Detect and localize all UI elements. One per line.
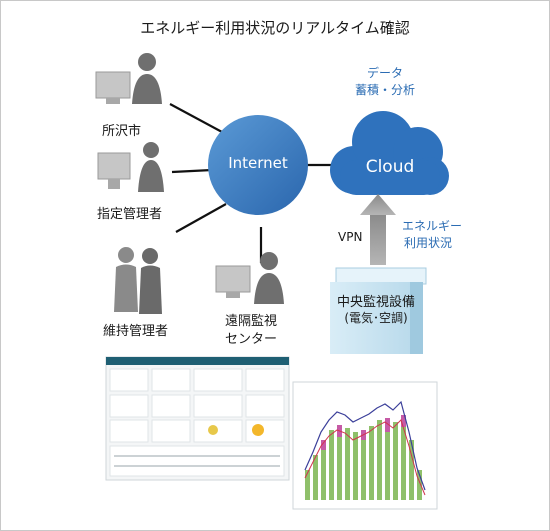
vpn-label: VPN — [338, 230, 363, 244]
diagram-title: エネルギー利用状況のリアルタイム確認 — [140, 19, 410, 37]
person-at-computer-icon-remote-center — [215, 252, 284, 304]
label-tokorozawa: 所沢市 — [102, 124, 142, 139]
dashboard-screenshot — [105, 356, 290, 481]
cloud-label: Cloud — [365, 157, 415, 177]
label-designated-manager: 指定管理者 — [97, 207, 163, 222]
cloud-shape — [330, 111, 449, 195]
connection-lines — [169, 103, 336, 263]
central-building — [330, 267, 427, 354]
vpn-arrow — [360, 194, 396, 265]
central-equipment-line2: (電気･空調) — [344, 311, 408, 325]
cloud-data-line1: データ — [366, 66, 403, 80]
energy-label-line2: 利用状況 — [404, 236, 453, 250]
energy-label-line1: エネルギー — [402, 219, 463, 233]
internet-label: Internet — [228, 154, 288, 172]
internet-globe — [208, 115, 308, 215]
maintenance-staff-icon — [114, 247, 162, 314]
central-equipment-line1: 中央監視設備 — [336, 295, 415, 310]
line-maintenance-manager — [175, 203, 227, 233]
line-tokorozawa — [169, 103, 223, 133]
usage-chart-screenshot — [292, 381, 438, 510]
person-at-computer-icon-tokorozawa — [95, 53, 162, 104]
person-at-computer-icon-designated-manager — [97, 142, 164, 192]
label-remote-center-line1: 遠隔監視 — [225, 314, 278, 329]
label-maintenance-manager: 維持管理者 — [103, 324, 169, 339]
line-designated-manager — [171, 168, 213, 174]
label-remote-center-line2: センター — [225, 332, 278, 347]
cloud-data-line2: 蓄積・分析 — [354, 83, 415, 97]
